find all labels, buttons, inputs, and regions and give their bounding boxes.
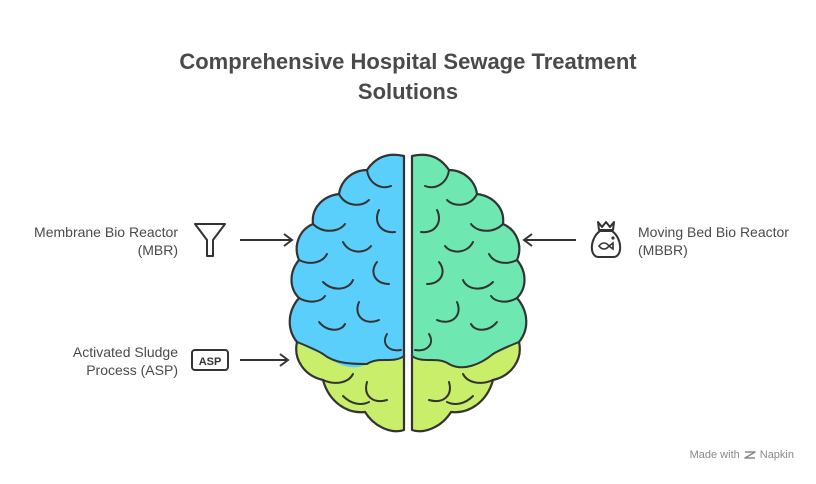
label-mbbr-line-2: (MBBR) [638, 242, 688, 258]
title-line-2: Solutions [357, 79, 459, 104]
title-line-1: Comprehensive Hospital Sewage Treatment [179, 49, 637, 74]
diagram-title: Comprehensive Hospital Sewage Treatment … [0, 47, 816, 107]
label-asp-line-2: Process (ASP) [86, 362, 178, 378]
napkin-logo-icon [743, 451, 756, 459]
funnel-icon [194, 223, 226, 257]
money-bag-icon [590, 221, 622, 258]
label-mbbr-line-1: Moving Bed Bio Reactor [638, 224, 789, 240]
footer-brand: Napkin [759, 449, 794, 461]
arrow-asp [240, 353, 290, 367]
arrow-mbr [240, 233, 294, 247]
brain-illustration [288, 153, 528, 433]
label-mbbr: Moving Bed Bio Reactor (MBBR) [638, 223, 789, 259]
asp-badge-text: ASP [199, 356, 222, 368]
arrow-mbbr [522, 233, 576, 247]
label-asp: Activated Sludge Process (ASP) [73, 343, 178, 379]
label-mbr-line-2: (MBR) [137, 242, 178, 258]
footer-made-with: Made with [689, 449, 740, 461]
right-hemisphere [410, 153, 528, 433]
footer-attribution: Made with Napkin [690, 449, 794, 461]
left-hemisphere [288, 153, 406, 433]
label-asp-line-1: Activated Sludge [72, 344, 178, 360]
label-mbr-line-1: Membrane Bio Reactor [34, 224, 178, 240]
label-mbr: Membrane Bio Reactor (MBR) [34, 223, 178, 259]
asp-badge-icon: ASP [191, 349, 229, 371]
